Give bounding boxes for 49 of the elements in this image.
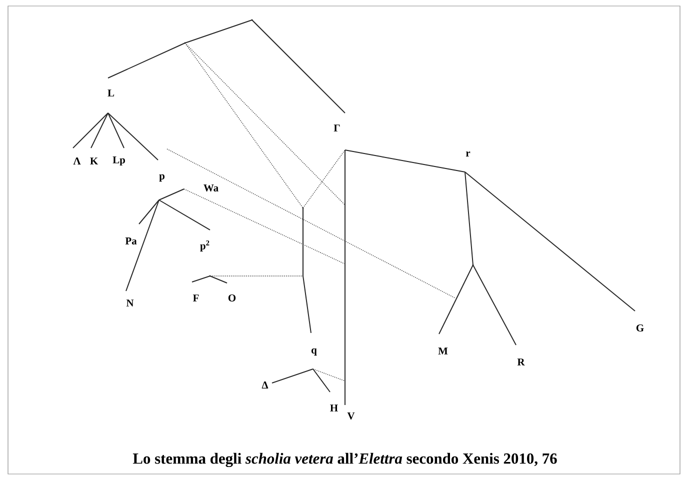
siglum: p — [159, 174, 164, 182]
caption: Lo stemma degli scholia vetera all’Elettra secondo Xenis 2010, 76 — [132, 452, 557, 468]
siglum: p$^{2}$ — [200, 240, 210, 252]
siglum: G — [636, 324, 644, 332]
siglum: q — [312, 348, 317, 356]
stemma-line — [438, 264, 474, 334]
stemma-line — [72, 112, 108, 148]
stemma-line — [252, 20, 346, 114]
contamination-line — [166, 148, 456, 298]
siglum: H — [330, 404, 338, 412]
stemma-line — [272, 368, 314, 384]
stemma-line — [184, 20, 252, 44]
contamination-line — [184, 42, 346, 206]
siglum: Lp — [112, 156, 125, 166]
stemma-line — [464, 172, 474, 266]
siglum: Γ — [334, 124, 340, 132]
contamination-line — [184, 188, 346, 264]
stemma-line — [344, 150, 466, 172]
stemma-line — [158, 200, 210, 230]
siglum: R — [517, 358, 525, 366]
contamination-line — [312, 368, 346, 382]
stemma-line — [302, 208, 312, 334]
siglum: K — [90, 158, 98, 164]
stemma-line — [472, 264, 516, 346]
stemma-line — [108, 112, 158, 160]
siglum: Λ — [73, 158, 81, 164]
stemma-line — [108, 112, 124, 148]
siglum: F — [192, 294, 199, 302]
stemma-line — [210, 276, 228, 284]
contamination-line — [302, 150, 346, 208]
stemma-line — [158, 188, 184, 200]
stemma-line — [192, 276, 210, 282]
stemma-line — [344, 150, 346, 406]
siglum: r — [466, 152, 470, 156]
siglum: V — [347, 412, 355, 420]
stemma-line — [464, 172, 636, 312]
stemma-line — [138, 200, 160, 224]
siglum: Δ — [262, 382, 268, 388]
stemma-line — [312, 368, 330, 392]
stemma-line — [126, 200, 160, 292]
stemma-line — [90, 112, 108, 148]
siglum: M — [438, 348, 448, 354]
siglum: L — [108, 90, 114, 96]
siglum: Pa — [125, 238, 137, 244]
contamination-line — [184, 42, 304, 208]
siglum: N — [126, 300, 134, 306]
siglum: Wa — [204, 184, 218, 192]
siglum: O — [228, 294, 236, 302]
stemma-line — [108, 42, 186, 78]
